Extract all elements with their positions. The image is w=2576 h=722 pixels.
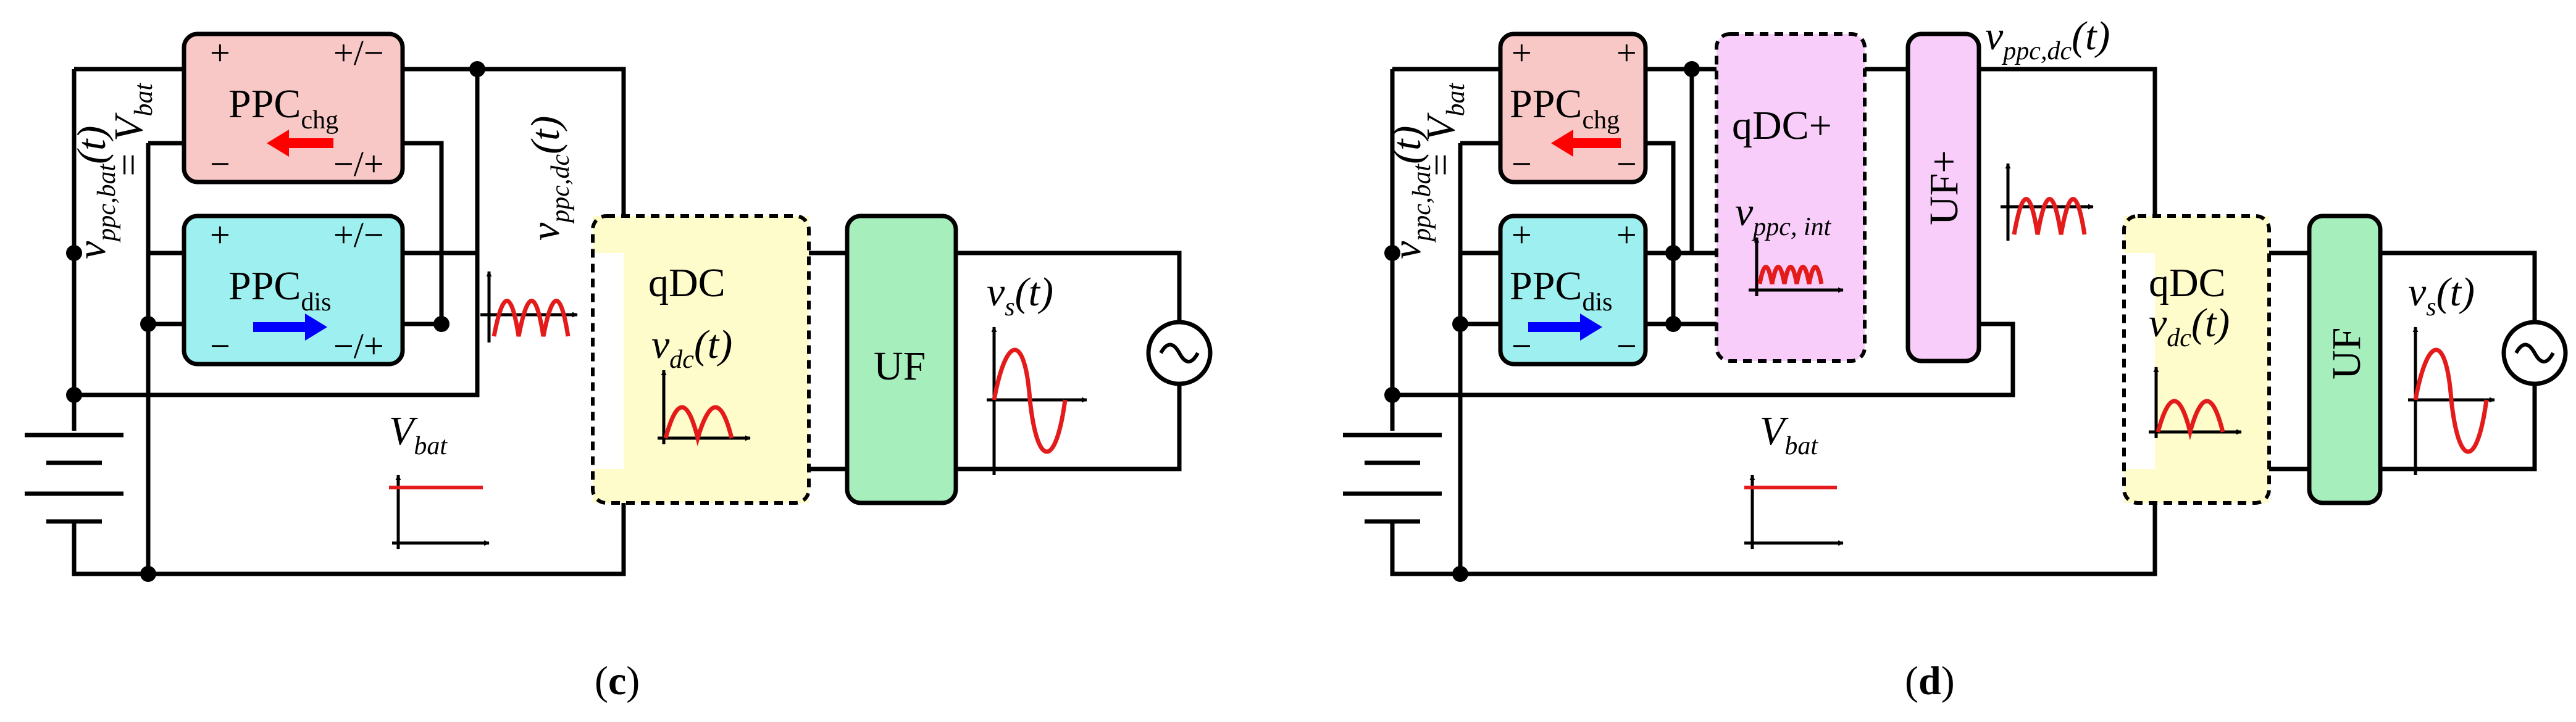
sign-bottom-right: − [1616, 144, 1637, 184]
panel-d-vs-label: vs(t) [2408, 270, 2475, 322]
vdc-label: vdc(t) [2149, 301, 2230, 352]
panel-d-vbat-label: Vbat [1760, 409, 1818, 460]
panel-d [1343, 61, 2537, 582]
uf-label: UF [2324, 328, 2369, 380]
sign-top-right: + [1616, 33, 1637, 73]
panel-c-caption: (c) [595, 658, 640, 703]
sign-bottom-right: −/+ [333, 326, 384, 366]
panel-c-ac-source [1146, 320, 1213, 386]
vdc-label: vdc(t) [651, 322, 732, 374]
ppc-dis-label: PPCdis [1510, 263, 1612, 317]
panel-c-vs-waveform [987, 326, 1087, 475]
panel-d-caption: (d) [1905, 658, 1955, 703]
panel-d-vbat-plot [1744, 475, 1844, 549]
charge-arrow-head [1551, 130, 1573, 157]
panel-c-vppcdc-label: vppc,dc(t) [523, 116, 575, 241]
charge-arrow-head [267, 130, 289, 157]
sign-bottom-left: − [1512, 326, 1532, 366]
panel-c-uf-block: UF [845, 214, 958, 505]
sign-top-left: + [1512, 33, 1532, 73]
sign-top-left: + [1512, 215, 1532, 255]
uf-plus-label: UF+ [1922, 150, 1967, 225]
vppcint-label: vppc, int [1735, 189, 1832, 241]
qdc-label: qDC [648, 260, 726, 305]
panel-d-vbat-eq-label: = Vbat [1418, 83, 1470, 179]
sign-top-right: + [1616, 215, 1637, 255]
panel-d-ppc-chg-block: + + − − PPCchg [1498, 31, 1648, 185]
panel-c-vbat-plot [389, 475, 490, 549]
panel-d-vs-waveform [2408, 326, 2495, 475]
qdc-plus-label: qDC+ [1732, 103, 1832, 148]
sign-bottom-left: − [210, 144, 230, 184]
panel-c-vbat-eq-label: = Vbat [106, 83, 158, 179]
ppc-dis-label: PPCdis [228, 263, 331, 317]
discharge-arrow-head [1580, 313, 1602, 341]
panel-d-vppcbat-label: vppc,bat(t) [1384, 126, 1436, 259]
panel-c-junctions [66, 61, 485, 582]
panel-c-ppc-dis-block: + +/− − −/+ PPCdis [182, 214, 405, 367]
discharge-arrow-head [305, 313, 327, 341]
panel-d-qdc-block: qDC vdc(t) [2122, 214, 2271, 505]
panel-d-vppcdc-label: vppc,dc(t) [1985, 14, 2110, 65]
uf-label: UF [874, 344, 926, 389]
sign-bottom-left: − [1512, 144, 1532, 184]
panel-d-ppc-dis-block: + + − − PPCdis [1498, 214, 1648, 367]
vppcint-waveform [1749, 237, 1844, 296]
panel-c-vbat-label: Vbat [389, 409, 448, 460]
sign-top-right: +/− [333, 215, 384, 255]
panel-d-uf-block: UF [2307, 214, 2383, 505]
panel-c-vppcbat-label: vppc,bat(t) [69, 126, 121, 259]
sign-top-right: +/− [333, 33, 384, 73]
ppc-chg-label: PPCchg [228, 81, 338, 135]
panel-c-qdc-block: qDC vdc(t) [591, 214, 811, 505]
qdc-label: qDC [2149, 260, 2226, 305]
vdc-waveform [2149, 367, 2242, 441]
sign-top-left: + [210, 33, 230, 73]
panel-c-ppc-chg-block: + +/− − −/+ PPCchg [182, 31, 405, 185]
panel-d-ac-source [2501, 320, 2568, 386]
sign-bottom-left: − [210, 326, 230, 366]
panel-c-vppcdc-waveform [480, 271, 578, 342]
sign-top-left: + [210, 215, 230, 255]
vdc-waveform [658, 370, 751, 447]
ppc-chg-label: PPCchg [1510, 81, 1620, 135]
panel-d-junctions [1384, 61, 1700, 582]
panel-d-vppcdc-waveform [2001, 163, 2094, 241]
sign-bottom-right: −/+ [333, 144, 384, 184]
panel-d-wires [1343, 67, 2537, 576]
panel-d-uf-plus-block: UF+ [1905, 31, 1981, 363]
panel-d-qdc-plus-block: qDC+ vppc, int [1715, 32, 1867, 363]
panel-c-vs-label: vs(t) [987, 270, 1053, 322]
sign-bottom-right: − [1616, 326, 1637, 366]
